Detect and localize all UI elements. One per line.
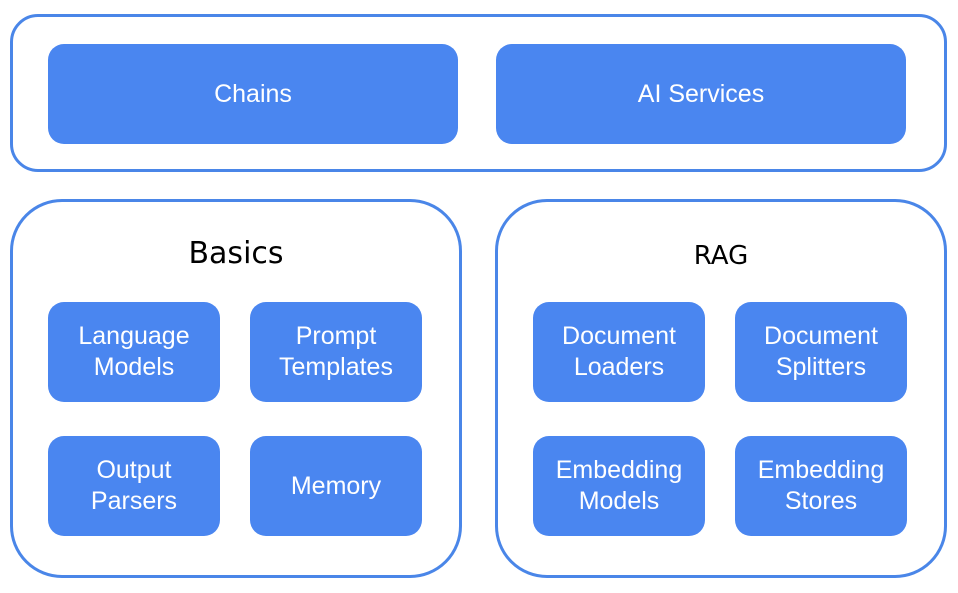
language-models-box: Language Models bbox=[48, 302, 220, 402]
integrations-panel: Chains AI Services bbox=[10, 14, 947, 172]
rag-panel: RAG Document Loaders Document Splitters … bbox=[495, 199, 947, 578]
document-loaders-box: Document Loaders bbox=[533, 302, 705, 402]
embedding-stores-box: Embedding Stores bbox=[735, 436, 907, 536]
prompt-templates-box: Prompt Templates bbox=[250, 302, 422, 402]
rag-title: RAG bbox=[693, 241, 749, 271]
output-parsers-box: Output Parsers bbox=[48, 436, 220, 536]
basics-title: Basics bbox=[188, 236, 284, 271]
embedding-models-box: Embedding Models bbox=[533, 436, 705, 536]
ai-services-box: AI Services bbox=[496, 44, 906, 144]
basics-panel: Basics Language Models Prompt Templates … bbox=[10, 199, 462, 578]
chains-box: Chains bbox=[48, 44, 458, 144]
document-splitters-box: Document Splitters bbox=[735, 302, 907, 402]
memory-box: Memory bbox=[250, 436, 422, 536]
